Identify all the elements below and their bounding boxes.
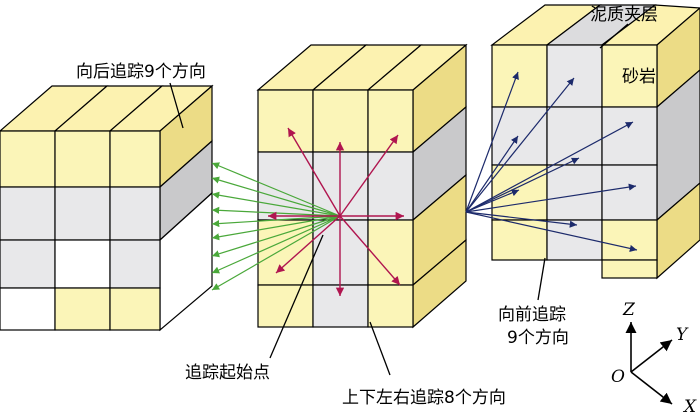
x-axis-label: X xyxy=(682,397,697,417)
coordinate-axes xyxy=(625,322,673,405)
forward-arrows xyxy=(465,71,638,252)
forward-arrow xyxy=(465,77,575,213)
forward-layer-block xyxy=(490,4,700,280)
backward-arrow xyxy=(211,191,341,217)
forward-arrow xyxy=(465,121,634,213)
y-axis-label: Y xyxy=(676,325,689,345)
mud-layer-leader xyxy=(599,23,629,49)
in-plane-arrows xyxy=(268,127,404,296)
backward-leader xyxy=(169,82,184,129)
backward-arrow xyxy=(211,176,341,217)
forward-label-line1: 向前追踪 xyxy=(498,305,566,325)
sandstone-label: 砂岩 xyxy=(622,67,656,87)
up-right-arrow xyxy=(339,134,399,217)
forward-arrow xyxy=(465,135,519,213)
back-layer-block xyxy=(0,84,214,332)
forward-leader xyxy=(537,257,546,301)
origin-label: O xyxy=(611,367,625,387)
up-left-arrow xyxy=(287,127,341,217)
forward-arrow xyxy=(465,71,519,213)
down-left-arrow xyxy=(275,215,341,274)
z-axis-label: Z xyxy=(622,300,636,320)
eight-dirs-leader xyxy=(369,321,391,376)
leader-lines xyxy=(169,23,629,376)
backward-arrows xyxy=(211,162,341,291)
mud-layer-label: 泥质夹层 xyxy=(590,5,658,25)
forward-arrow xyxy=(465,189,520,213)
forward-arrow xyxy=(465,211,578,228)
x-axis xyxy=(630,371,673,405)
forward-arrow xyxy=(465,211,638,252)
backward-label: 向后追踪9个方向 xyxy=(76,62,206,82)
backward-arrow xyxy=(211,215,341,258)
forward-arrow xyxy=(465,183,637,213)
start-point-leader xyxy=(269,234,324,359)
backward-arrow xyxy=(211,215,341,274)
backward-arrow xyxy=(211,215,341,241)
forward-label-line2: 9个方向 xyxy=(507,328,569,348)
forward-arrow xyxy=(465,157,580,213)
backward-arrow xyxy=(211,215,341,291)
down-right-arrow xyxy=(339,215,401,286)
backward-arrow xyxy=(211,162,341,217)
eight-dirs-label: 上下左右追踪8个方向 xyxy=(342,388,506,408)
start-point-label: 追踪起始点 xyxy=(185,363,270,383)
y-axis xyxy=(630,339,673,373)
